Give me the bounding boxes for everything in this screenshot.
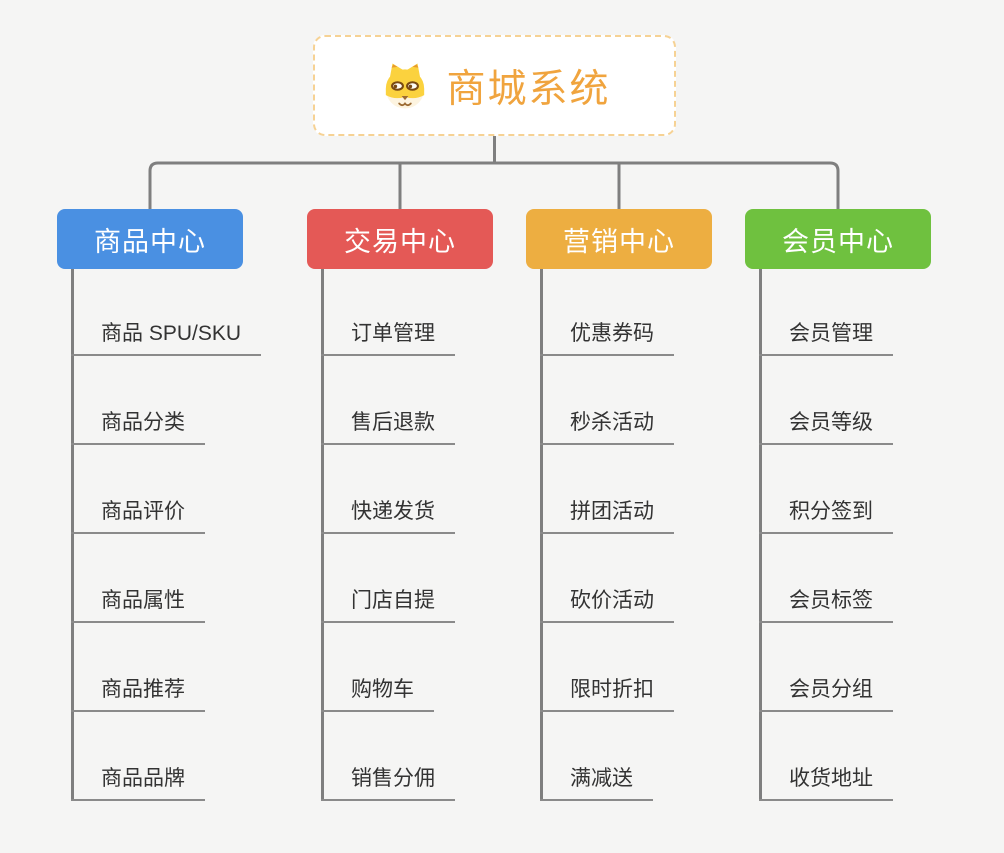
branch-item[interactable]: 会员分组: [759, 675, 893, 712]
branch-box[interactable]: 营销中心: [526, 209, 712, 269]
branch-item[interactable]: 商品分类: [71, 408, 205, 445]
branch-box[interactable]: 会员中心: [745, 209, 931, 269]
branch-item[interactable]: 商品评价: [71, 497, 205, 534]
branch-box[interactable]: 商品中心: [57, 209, 243, 269]
branch-items: 订单管理售后退款快递发货门店自提购物车销售分佣: [321, 319, 455, 853]
branch-item[interactable]: 积分签到: [759, 497, 893, 534]
branch-item[interactable]: 收货地址: [759, 764, 893, 801]
branch-spine-line: [759, 269, 762, 801]
branch-item[interactable]: 订单管理: [321, 319, 455, 356]
branch: 会员中心 会员管理会员等级积分签到会员标签会员分组收货地址: [745, 209, 985, 801]
branch-item[interactable]: 优惠券码: [540, 319, 674, 356]
branch: 交易中心 订单管理售后退款快递发货门店自提购物车销售分佣: [307, 209, 547, 801]
branch-items: 商品 SPU/SKU 商品分类商品评价商品属性商品推荐商品品牌: [71, 319, 262, 853]
branch-item[interactable]: 售后退款: [321, 408, 455, 445]
branch-items: 优惠券码秒杀活动拼团活动砍价活动限时折扣满减送: [540, 319, 674, 853]
branch-item[interactable]: 商品属性: [71, 586, 205, 623]
branch-item[interactable]: 会员标签: [759, 586, 893, 623]
branch-item[interactable]: 销售分佣: [321, 764, 455, 801]
branch-item[interactable]: 快递发货: [321, 497, 455, 534]
root-topic[interactable]: 商城系统: [313, 35, 676, 136]
branch-item[interactable]: 会员管理: [759, 319, 893, 356]
branch-item[interactable]: 限时折扣: [540, 675, 674, 712]
branch-item[interactable]: 满减送: [540, 764, 653, 801]
branch-spine-line: [321, 269, 324, 801]
branch-item[interactable]: 商品 SPU/SKU: [71, 319, 262, 356]
branch: 商品中心 商品 SPU/SKU 商品分类商品评价商品属性商品推荐商品品牌: [57, 209, 297, 801]
dog-mascot-icon: [386, 63, 425, 108]
branch-box[interactable]: 交易中心: [307, 209, 493, 269]
branch-item[interactable]: 拼团活动: [540, 497, 674, 534]
branch-item[interactable]: 会员等级: [759, 408, 893, 445]
branch-item[interactable]: 商品推荐: [71, 675, 205, 712]
branch-spine-line: [71, 269, 74, 801]
branch-item[interactable]: 砍价活动: [540, 586, 674, 623]
branch-item[interactable]: 秒杀活动: [540, 408, 674, 445]
branch: 营销中心 优惠券码秒杀活动拼团活动砍价活动限时折扣满减送: [526, 209, 766, 801]
branch-item[interactable]: 商品品牌: [71, 764, 205, 801]
branch-spine-line: [540, 269, 543, 801]
root-topic-title: 商城系统: [446, 67, 611, 111]
branch-items: 会员管理会员等级积分签到会员标签会员分组收货地址: [759, 319, 893, 853]
branch-item[interactable]: 门店自提: [321, 586, 455, 623]
branch-item[interactable]: 购物车: [321, 675, 434, 712]
